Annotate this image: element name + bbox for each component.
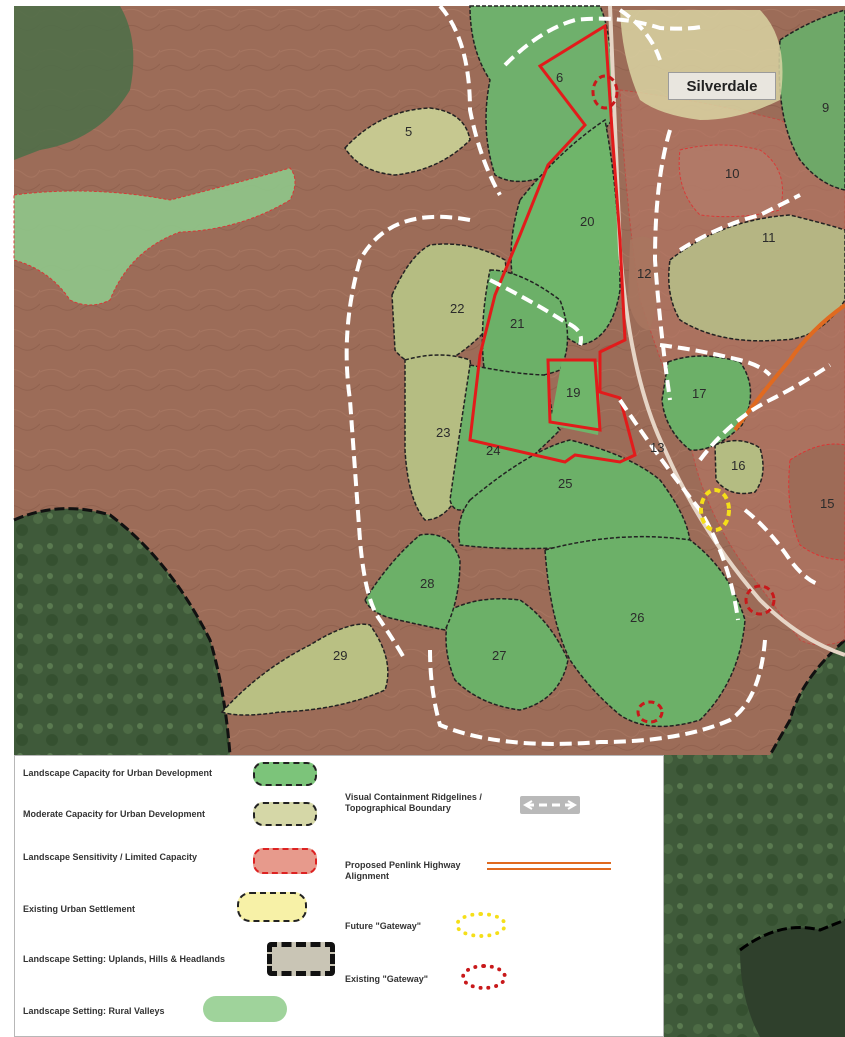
zone-label-16: 16 <box>731 458 745 473</box>
legend-row-future-gateway: Future "Gateway" <box>345 921 421 932</box>
zone-label-11: 11 <box>762 230 776 245</box>
zone-15[interactable] <box>788 443 845 561</box>
zone-label-5: 5 <box>405 124 412 139</box>
existing-gateway-3[interactable] <box>636 700 664 724</box>
legend-label-uplands: Landscape Setting: Uplands, Hills & Head… <box>23 954 226 964</box>
legend-label-urban: Existing Urban Settlement <box>23 904 136 914</box>
legend-swatch-sensitivity <box>253 848 317 874</box>
zone-label-24: 24 <box>486 443 500 458</box>
forest-upland-northwest <box>14 6 134 160</box>
zone-label-15: 15 <box>820 496 834 511</box>
zone-12[interactable] <box>628 236 661 330</box>
zone-26[interactable] <box>544 535 746 728</box>
legend-swatch-existing-gateway <box>461 964 507 990</box>
legend-label-future-gateway: Future "Gateway" <box>345 921 422 931</box>
zone-label-12: 12 <box>637 266 651 281</box>
legend-swatch-urban <box>237 892 307 922</box>
zone-5[interactable] <box>344 107 471 176</box>
penlink-highway <box>733 303 845 432</box>
zone-21[interactable] <box>481 269 569 380</box>
zone-28[interactable] <box>364 533 461 631</box>
zone-label-23: 23 <box>436 425 450 440</box>
legend-row-ridgelines: Visual Containment Ridgelines / Topograp… <box>345 792 515 814</box>
future-gateway[interactable] <box>699 488 731 532</box>
legend-label-moderate: Moderate Capacity for Urban Development <box>23 809 206 819</box>
zone-16[interactable] <box>714 439 764 495</box>
legend-label-existing-gateway: Existing "Gateway" <box>345 974 429 984</box>
legend-label-sensitivity: Landscape Sensitivity / Limited Capacity <box>23 852 198 862</box>
legend-swatch-rural-valleys <box>203 996 287 1022</box>
zone-11[interactable] <box>668 214 845 342</box>
zone-29[interactable] <box>220 623 389 716</box>
town-label-silverdale: Silverdale <box>668 72 776 100</box>
legend-row-moderate: Moderate Capacity for Urban Development <box>23 809 205 820</box>
zone-label-19: 19 <box>566 385 580 400</box>
legend-swatch-highway <box>487 862 611 870</box>
rural-valley <box>13 167 296 306</box>
zone-6[interactable] <box>469 5 614 183</box>
zone-label-21: 21 <box>510 316 524 331</box>
zone-9[interactable] <box>778 9 845 191</box>
zone-label-6: 6 <box>556 70 563 85</box>
legend-swatch-future-gateway <box>455 912 507 938</box>
forest-upland-west <box>14 508 230 755</box>
legend-label-capacity: Landscape Capacity for Urban Development <box>23 768 213 778</box>
legend-row-capacity: Landscape Capacity for Urban Development <box>23 768 212 779</box>
proposed-boundary[interactable] <box>468 23 637 464</box>
legend-swatch-ridgelines <box>520 796 580 814</box>
legend-row-highway: Proposed Penlink Highway Alignment <box>345 860 495 882</box>
zone-label-20: 20 <box>580 214 594 229</box>
zone-label-9: 9 <box>822 100 829 115</box>
zone-label-17: 17 <box>692 386 706 401</box>
legend-row-existing-gateway: Existing "Gateway" <box>345 974 428 985</box>
existing-gateway-1[interactable] <box>744 584 776 616</box>
legend-label-ridgelines: Visual Containment Ridgelines / Topograp… <box>345 792 482 813</box>
visual-containment-ridgelines <box>344 4 832 746</box>
zone-label-25: 25 <box>558 476 572 491</box>
zone-label-28: 28 <box>420 576 434 591</box>
zone-label-22: 22 <box>450 301 464 316</box>
zone-label-27: 27 <box>492 648 506 663</box>
legend-row-uplands: Landscape Setting: Uplands, Hills & Head… <box>23 954 225 965</box>
legend-row-rural-valleys: Landscape Setting: Rural Valleys <box>23 1006 165 1017</box>
zone-10[interactable] <box>678 144 783 218</box>
zone-label-13: 13 <box>650 440 664 455</box>
legend-row-sensitivity: Landscape Sensitivity / Limited Capacity <box>23 852 197 863</box>
legend-label-rural-valleys: Landscape Setting: Rural Valleys <box>23 1006 165 1016</box>
zone-label-29: 29 <box>333 648 347 663</box>
zone-label-26: 26 <box>630 610 644 625</box>
legend-row-urban: Existing Urban Settlement <box>23 904 135 915</box>
legend-label-highway: Proposed Penlink Highway Alignment <box>345 860 461 881</box>
zone-19[interactable] <box>550 360 600 435</box>
zone-27[interactable] <box>445 598 569 711</box>
legend-swatch-uplands <box>267 942 335 976</box>
map-legend: Landscape Capacity for Urban Development… <box>14 755 664 1037</box>
existing-gateway-2[interactable] <box>591 74 619 110</box>
legend-swatch-capacity <box>253 762 317 786</box>
legend-swatch-moderate <box>253 802 317 826</box>
zone-label-10: 10 <box>725 166 739 181</box>
